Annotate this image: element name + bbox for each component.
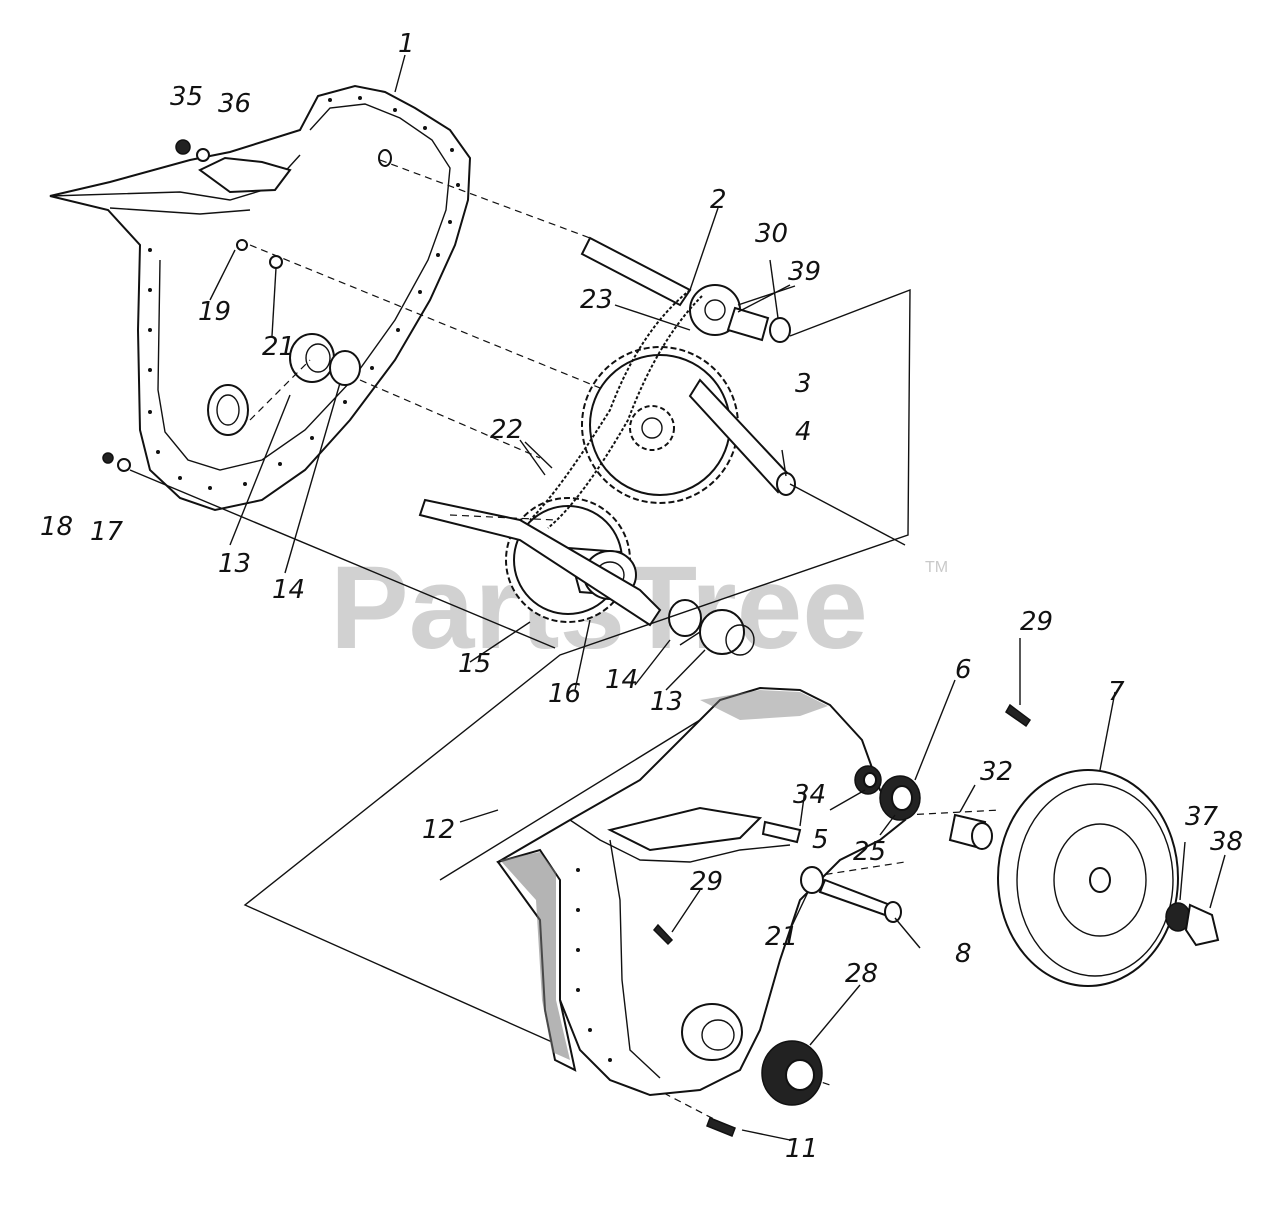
callout-16: 16 [548,679,581,709]
callout-17: 17 [90,517,124,547]
callout-29a: 29 [1020,607,1053,637]
callout-28: 28 [845,959,878,989]
right-hardware [652,703,1032,1137]
callout-13b: 13 [650,687,683,717]
callout-13a: 13 [218,549,251,579]
callout-29b: 29 [690,867,723,897]
callout-1: 1 [398,29,415,59]
callout-4: 4 [795,417,812,447]
callout-14b: 14 [605,665,638,695]
callout-5: 5 [812,825,829,855]
callout-2: 2 [710,185,727,215]
callout-32: 32 [980,757,1013,787]
callout-7: 7 [1108,677,1125,707]
callout-21a: 21 [262,332,295,362]
upper-shaft [580,236,692,307]
callout-3: 3 [795,369,812,399]
callout-25: 25 [853,837,886,867]
callout-36: 36 [218,89,251,119]
callout-22: 22 [490,415,523,445]
left-housing-plate [49,84,472,512]
callout-37: 37 [1185,802,1219,832]
callout-leaders [209,54,1226,1141]
callout-38: 38 [1210,827,1243,857]
callout-11: 11 [785,1134,818,1164]
callout-14a: 14 [272,575,305,605]
callout-15: 15 [458,649,491,679]
callout-6: 6 [955,655,972,685]
pulley-icon [997,769,1220,987]
callout-19: 19 [198,297,231,327]
callout-21b: 21 [765,922,798,952]
callout-34: 34 [793,780,826,810]
watermark-trademark: TM [925,559,948,576]
callout-8: 8 [955,939,972,969]
callout-12: 12 [422,815,455,845]
callout-35: 35 [170,82,203,112]
callout-30: 30 [755,219,788,249]
callout-39: 39 [788,257,821,287]
callout-labels: 1 2 3 4 5 6 7 8 11 12 13 13 14 14 15 16 … [40,29,1243,1164]
chain-sprocket-icon [289,284,796,656]
callout-18: 18 [40,512,73,542]
callout-23: 23 [580,285,613,315]
housing-icon [496,686,907,1097]
hardware-35-36 [102,139,283,472]
